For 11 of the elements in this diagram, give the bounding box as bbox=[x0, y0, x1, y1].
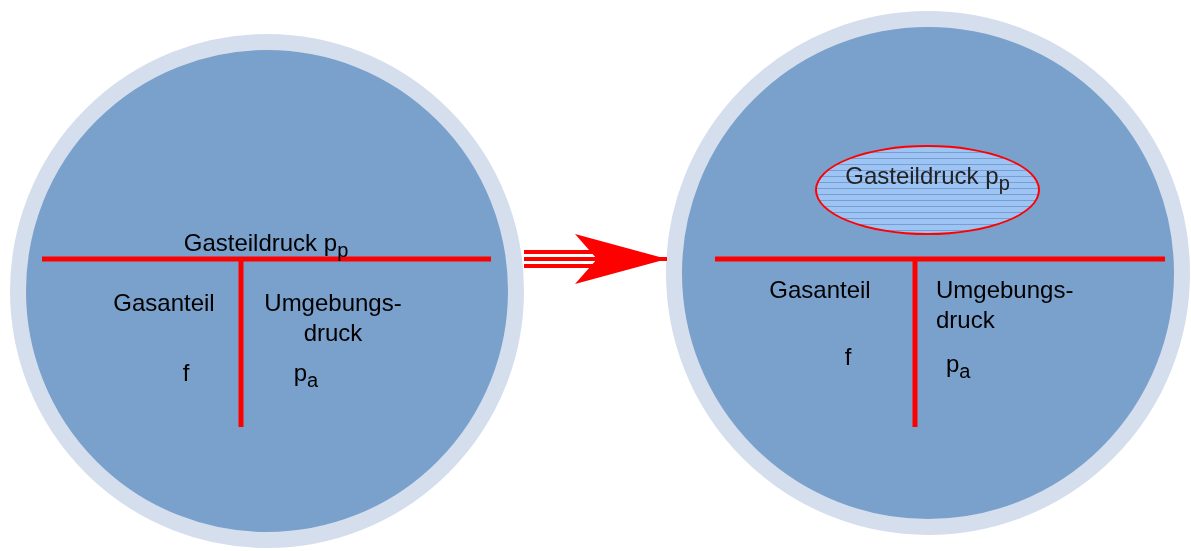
triple-arrow bbox=[522, 234, 669, 284]
formula-label: Gasanteil bbox=[112, 288, 216, 318]
formula-label: Gasteildruck p$_{p}$ bbox=[844, 161, 1011, 196]
formula-label: p$_{a}$ bbox=[946, 349, 972, 384]
formula-label: f bbox=[843, 342, 853, 372]
formula-label: p$_{a}$ bbox=[292, 358, 320, 393]
formula-label: Gasteildruck p$_{p}$ bbox=[182, 228, 350, 263]
formula-label: f bbox=[181, 358, 191, 388]
formula-label: Umgebungs- druck bbox=[936, 275, 1075, 335]
formula-label: Umgebungs- druck bbox=[263, 288, 403, 348]
formula-label: Gasanteil bbox=[768, 275, 872, 305]
